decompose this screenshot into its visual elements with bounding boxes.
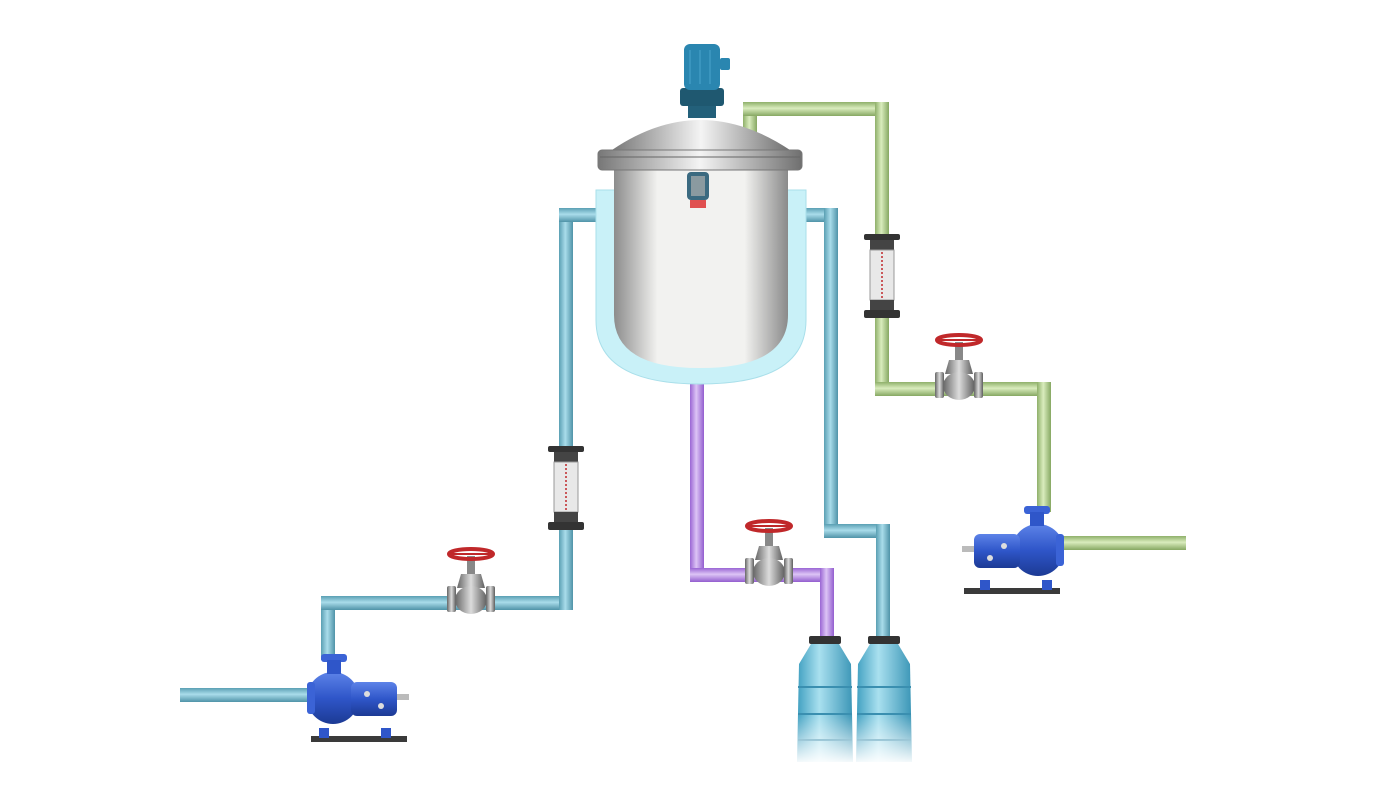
motor-icon[interactable] [680, 44, 730, 118]
rotameter-icon[interactable] [863, 233, 901, 319]
centrifugal-pump-icon[interactable] [962, 506, 1064, 594]
jacketed-reactor-icon[interactable] [595, 120, 807, 385]
centrifugal-pump-icon[interactable] [307, 654, 409, 742]
globe-valve-icon[interactable] [743, 519, 795, 588]
discharge-pipe [690, 378, 834, 636]
globe-valve-icon[interactable] [445, 547, 497, 616]
rotameter-icon[interactable] [547, 445, 585, 531]
sight-glass-icon [687, 172, 709, 208]
cooling-inlet-pipe [180, 208, 604, 702]
feed-pipe [743, 102, 1186, 550]
globe-valve-icon[interactable] [933, 333, 985, 402]
cooling-outlet-pipe [798, 208, 890, 636]
bottle-reflection-fade [790, 715, 920, 765]
